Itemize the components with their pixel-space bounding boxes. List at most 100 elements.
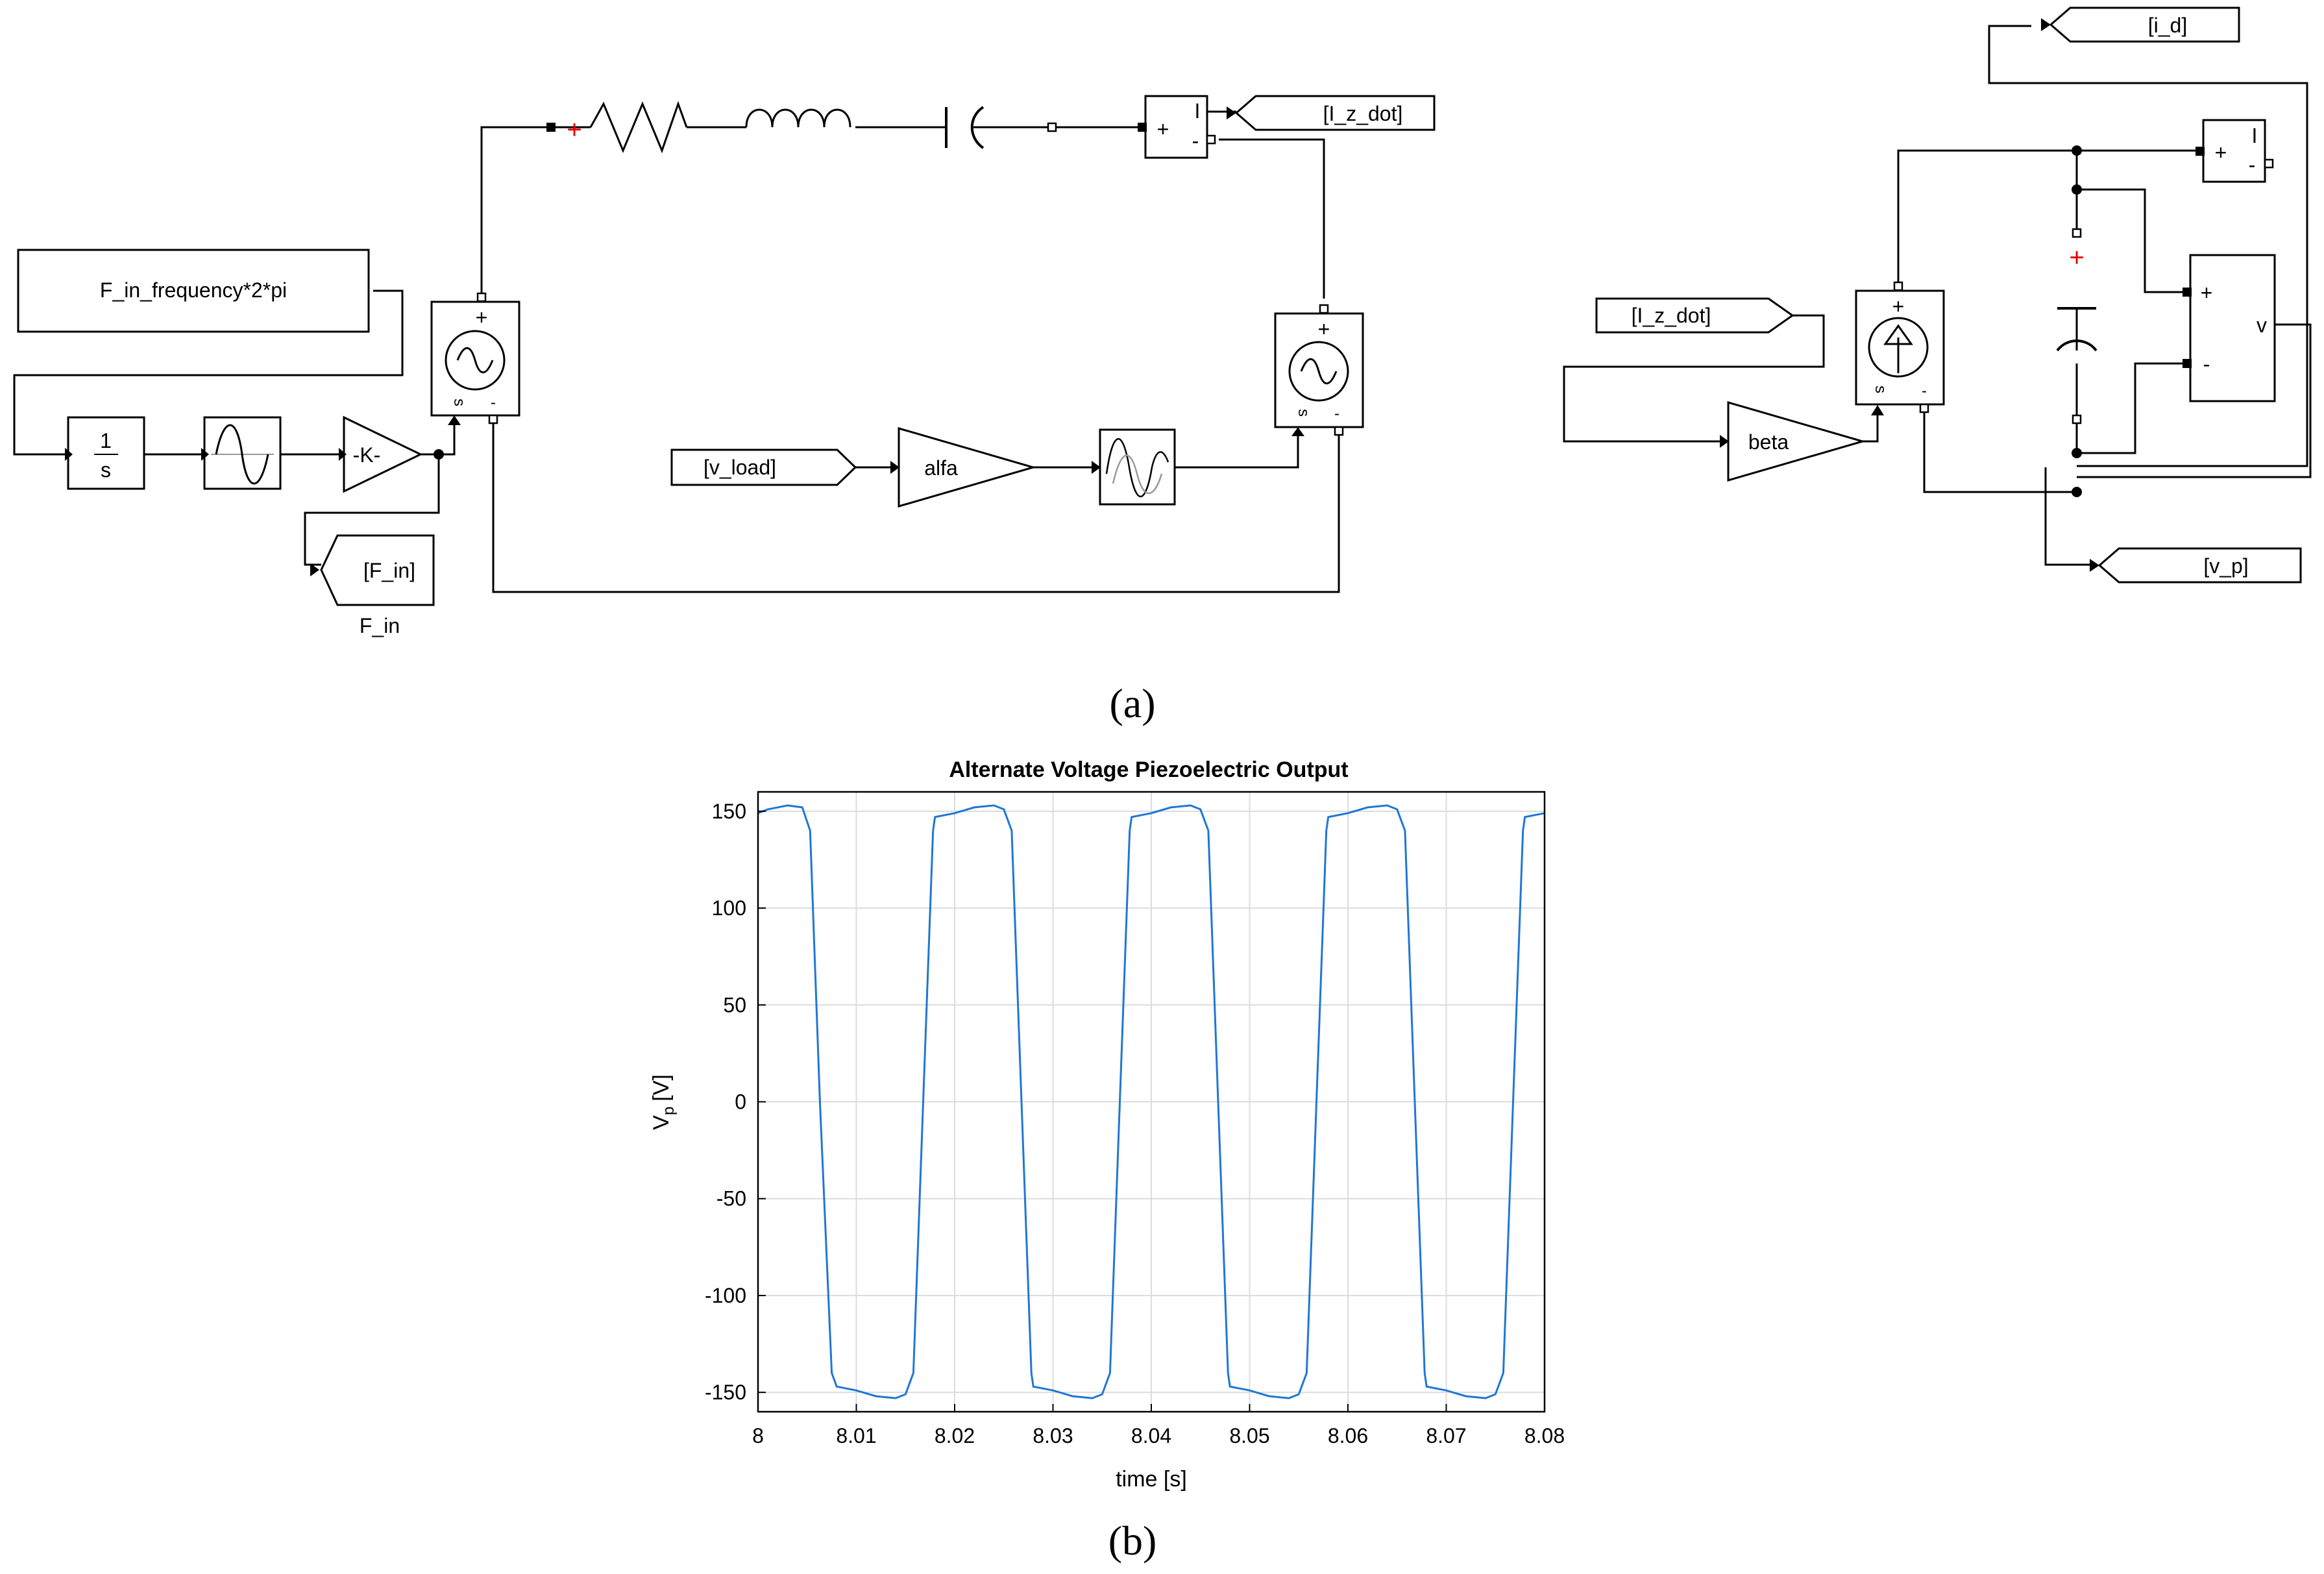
junction-dot-bottom [2072,487,2082,497]
from-i-z-dot-label: [I_z_dot] [1632,304,1711,327]
source2-bottom-port [1334,426,1344,436]
goto-f-in-block[interactable] [320,534,435,606]
wire-vp-goto [2044,467,2093,566]
wire-current-source-top [1897,149,2187,284]
x-tick-label: 8.07 [1426,1424,1466,1447]
y-axis-label: Vp[V] [649,1074,678,1130]
voltage-measurement-block[interactable] [2189,254,2276,402]
wire-iz-to-beta [1563,314,1825,443]
wire-gain-to-source [421,421,456,456]
wire-saturation-to-source2 [1175,432,1299,469]
gain-alfa-block[interactable] [898,427,1037,508]
wire-source-top-to-resistor [480,126,552,295]
chart-grid [757,792,1545,1412]
y-tick-label: 50 [723,993,746,1016]
csource-minus-label: - [1922,382,1927,400]
wire-beta-to-current-source [1863,409,1879,443]
resistor-plus-marker: + [567,116,581,144]
sine-wave-icon [215,424,269,485]
wire-voltmeter-out [2077,323,2312,478]
goto-f-in-label: [F_in] [363,559,415,582]
sensor1-port-right [1206,134,1216,145]
controlled-current-source[interactable] [1855,289,1945,406]
source1-minus-label: - [491,394,496,412]
wire-source-bottom-return [492,421,1340,593]
csource-input-arrow [1871,405,1884,415]
goto-v-p-arrow [2090,559,2099,572]
junction-dot-cap-bottom [2072,448,2082,458]
from-v-load-block[interactable] [670,449,857,486]
gain-k-input-arrow [339,448,347,461]
vm-v-label: v [2257,314,2267,337]
integrator-denominator: s [101,458,111,482]
goto-v-p-label: [v_p] [2203,554,2248,578]
csource-plus: + [1892,295,1905,318]
integrator-input-arrow [65,448,73,461]
y-axis-label-sub: p [660,1107,678,1115]
chart-title: Alternate Voltage Piezoelectric Output [949,757,1348,782]
x-tick-label: 8.06 [1328,1424,1368,1447]
source2-ac-wave [1300,358,1338,385]
source1-bottom-port [488,414,498,424]
goto-v-p-block[interactable] [2098,547,2302,584]
from-i-z-dot-block[interactable] [1595,297,1794,334]
wire-current-source-bottom [1923,409,2077,493]
nonlinear-wave-icon-2 [1112,454,1163,495]
source1-ac-wave [456,347,494,374]
sensor1-plus: + [1157,117,1169,141]
junction-dot-top [2072,145,2082,156]
sensor1-port-left [1138,123,1147,132]
source1-plus: + [476,306,488,329]
constant-block[interactable] [17,249,370,333]
csource-top-port [1893,281,1903,291]
sensor1-minus: - [1192,129,1199,153]
y-tick-label: 100 [712,896,746,920]
x-tick-label: 8.03 [1033,1424,1073,1447]
source1-s-label: s [450,399,468,406]
y-tick-label: -150 [705,1381,746,1404]
source1-ac-icon [445,330,506,391]
caption-a: (a) [1109,680,1155,726]
y-tick-label: -50 [716,1187,746,1211]
sensor2-port-right [2264,158,2274,169]
source2-top-port [1319,304,1329,314]
gain-beta-label: beta [1748,430,1789,454]
source2-input-arrow [1291,427,1304,436]
source2-s-label: s [1295,409,1312,417]
goto-i-z-dot-label: [I_z_dot] [1323,102,1403,125]
wire-id-loop [1988,25,2308,467]
resistor-port [546,123,556,132]
vm-minus-port [2183,359,2192,368]
x-tick-label: 8.08 [1524,1424,1565,1447]
gain-alfa-input-arrow [890,461,899,474]
goto-f-in-name: F_in [360,614,400,637]
y-tick-label: -100 [705,1284,746,1307]
current-sensor-1[interactable] [1144,95,1208,159]
y-axis-label-unit: [V] [649,1074,674,1101]
vcap-top-port [2072,228,2082,238]
chart: Alternate Voltage Piezoelectric Output 8… [649,757,1565,1564]
wire-const-to-integrator [13,289,404,456]
vm-plus-port [2183,288,2192,297]
csource-s-label: s [1872,386,1889,393]
goto-i-z-dot-block[interactable] [1234,95,1436,131]
sensor2-minus: - [2249,153,2256,177]
x-tick-label: 8 [752,1424,764,1447]
y-tick-label: 0 [735,1090,746,1114]
goto-f-in-arrow [310,563,319,576]
constant-label: F_in_frequency*2*pi [100,278,287,302]
junction-dot-cap-top [2072,184,2082,195]
source2-minus-label: - [1334,405,1339,423]
capacitor-plate-2 [970,106,985,149]
vm-minus: - [2203,352,2210,376]
from-i-d-block[interactable] [2049,6,2240,43]
current-sensor-2[interactable] [2202,119,2266,183]
vcap-plus-marker: + [2069,243,2084,272]
wire-sensor-to-source2 [1219,138,1325,299]
nonlinear-wave-icon-1 [1105,437,1169,498]
nonlinear-input-arrow [1092,461,1101,474]
from-i-d-label: [i_d] [2148,14,2187,37]
wire-voltmeter-minus [2077,362,2187,454]
